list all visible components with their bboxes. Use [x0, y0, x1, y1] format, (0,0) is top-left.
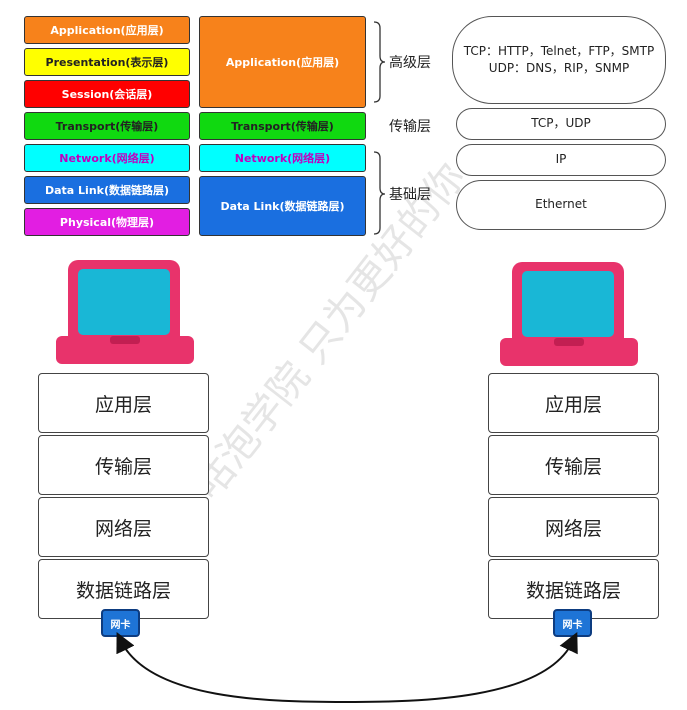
tcpip-layer-label: Data Link(数据链路层) [220, 200, 345, 213]
protocol-app-line1: TCP：HTTP，Telnet，FTP，SMTP [463, 43, 655, 58]
osi-layer-label: Transport(传输层) [55, 120, 159, 133]
tcpip-layer-network: Network(网络层) [199, 144, 366, 172]
osi-layer-application: Application(应用层) [24, 16, 190, 44]
osi-layer-physical: Physical(物理层) [24, 208, 190, 236]
host-right-layer-network: 网络层 [488, 497, 659, 557]
osi-layer-label: Physical(物理层) [59, 216, 155, 229]
connection-arc-path [116, 631, 578, 704]
osi-layer-datalink: Data Link(数据链路层) [24, 176, 190, 204]
laptop-right-icon [500, 262, 638, 366]
group-label-base: 基础层 [389, 187, 431, 203]
protocol-transport: TCP，UDP [456, 108, 666, 140]
protocol-link: Ethernet [456, 180, 666, 230]
osi-layer-label: Network(网络层) [59, 152, 155, 165]
host-left-layer-application: 应用层 [38, 373, 209, 433]
protocol-app-line2: UDP：DNS，RIP，SNMP [488, 61, 630, 75]
osi-layer-label: Data Link(数据链路层) [44, 184, 170, 197]
osi-layer-label: Presentation(表示层) [45, 56, 169, 69]
protocol-link-label: Ethernet [535, 197, 587, 212]
tcpip-layer-label: Application(应用层) [225, 56, 340, 69]
nic-left-badge: 网卡 [101, 609, 140, 637]
brace-high [373, 21, 386, 103]
host-left-layer-transport: 传输层 [38, 435, 209, 495]
osi-layer-transport: Transport(传输层) [24, 112, 190, 140]
tcpip-layer-transport: Transport(传输层) [199, 112, 366, 140]
brace-base [373, 151, 386, 235]
protocol-application: TCP：HTTP，Telnet，FTP，SMTP UDP：DNS，RIP，SNM… [452, 16, 666, 104]
protocol-network-label: IP [555, 152, 567, 167]
group-label-high: 高级层 [389, 55, 431, 71]
osi-layer-session: Session(会话层) [24, 80, 190, 108]
tcpip-layer-application: Application(应用层) [199, 16, 366, 108]
protocol-transport-label: TCP，UDP [531, 116, 591, 131]
osi-layer-label: Session(会话层) [61, 88, 153, 101]
laptop-left-icon [56, 260, 194, 364]
group-label-transport: 传输层 [389, 119, 431, 135]
protocol-network: IP [456, 144, 666, 176]
tcpip-layer-label: Transport(传输层) [231, 120, 334, 133]
osi-layer-presentation: Presentation(表示层) [24, 48, 190, 76]
osi-layer-network: Network(网络层) [24, 144, 190, 172]
tcpip-layer-datalink: Data Link(数据链路层) [199, 176, 366, 236]
osi-layer-label: Application(应用层) [50, 24, 164, 37]
host-right-layer-application: 应用层 [488, 373, 659, 433]
nic-right-badge: 网卡 [553, 609, 592, 637]
host-left-layer-network: 网络层 [38, 497, 209, 557]
host-right-layer-transport: 传输层 [488, 435, 659, 495]
tcpip-layer-label: Network(网络层) [234, 152, 331, 165]
